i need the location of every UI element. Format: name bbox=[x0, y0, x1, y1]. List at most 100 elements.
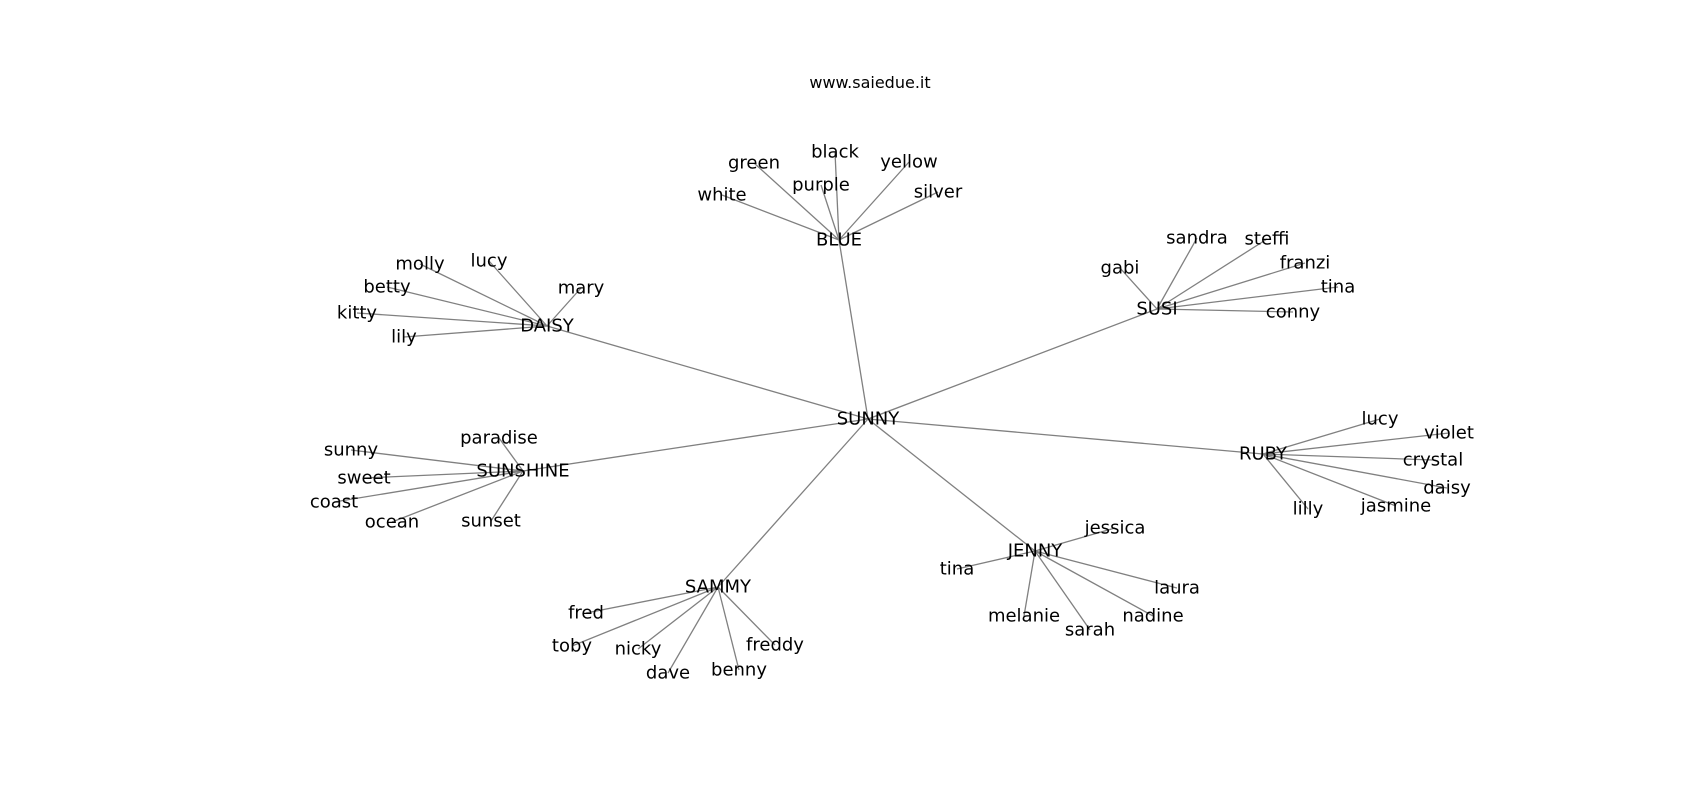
leaf-node-label-sammy-freddy: freddy bbox=[746, 635, 804, 656]
edge-jenny-jessica bbox=[1034, 527, 1116, 552]
edge-sunshine-sunset bbox=[490, 470, 524, 522]
leaf-node-label-susi-tina: tina bbox=[1321, 277, 1356, 298]
edge-sammy-toby bbox=[571, 586, 719, 647]
edge-layer bbox=[333, 151, 1450, 674]
leaf-node-label-ruby-crystal: crystal bbox=[1403, 450, 1463, 471]
edge-blue-green bbox=[753, 162, 840, 241]
leaf-node-label-blue-green: green bbox=[728, 153, 780, 174]
edge-ruby-violet bbox=[1262, 432, 1450, 455]
edge-sammy-nicky bbox=[637, 586, 719, 650]
edge-blue-black bbox=[834, 151, 840, 241]
edge-susi-tina bbox=[1156, 286, 1339, 310]
edge-sammy-fred bbox=[585, 586, 719, 614]
edge-sunshine-coast bbox=[333, 470, 524, 503]
leaf-node-label-jenny-jessica: jessica bbox=[1084, 518, 1146, 539]
leaf-node-label-daisy-molly: molly bbox=[395, 254, 445, 275]
edge-susi-sandra bbox=[1156, 237, 1198, 310]
leaf-node-label-sammy-nicky: nicky bbox=[615, 639, 662, 660]
edge-ruby-daisy bbox=[1262, 453, 1448, 489]
edge-sammy-benny bbox=[717, 586, 740, 671]
edge-ruby-crystal bbox=[1262, 453, 1434, 461]
edge-blue-yellow bbox=[838, 161, 910, 241]
edge-daisy-kitty bbox=[356, 312, 548, 327]
leaf-node-label-susi-franzi: franzi bbox=[1280, 253, 1331, 274]
edge-root-daisy bbox=[546, 325, 869, 420]
diagram-title: www.saiedue.it bbox=[809, 73, 930, 92]
edge-daisy-lily bbox=[403, 325, 548, 338]
leaf-node-label-sunshine-sunset: sunset bbox=[461, 511, 521, 532]
edge-root-sammy bbox=[717, 418, 869, 588]
edge-sammy-freddy bbox=[717, 586, 776, 646]
leaf-node-label-jenny-tina: tina bbox=[940, 559, 975, 580]
edge-ruby-jasmine bbox=[1262, 453, 1397, 507]
edge-root-sunshine bbox=[522, 418, 869, 472]
edge-sammy-dave bbox=[667, 586, 719, 674]
leaf-node-label-susi-conny: conny bbox=[1266, 302, 1321, 323]
leaf-node-label-jenny-melanie: melanie bbox=[988, 606, 1060, 627]
label-layer: SUNNY BLUE green black yellow purple white silv… bbox=[310, 142, 1474, 684]
leaf-node-label-blue-yellow: yellow bbox=[880, 152, 937, 173]
leaf-node-label-daisy-lucy: lucy bbox=[471, 251, 508, 272]
leaf-node-label-blue-black: black bbox=[811, 142, 859, 163]
edge-jenny-sarah bbox=[1034, 550, 1091, 631]
hub-node-label-susi: SUSI bbox=[1136, 299, 1177, 320]
hub-node-label-ruby: RUBY bbox=[1239, 444, 1288, 465]
root-node-label: SUNNY bbox=[837, 409, 901, 430]
edge-root-jenny bbox=[867, 418, 1036, 552]
leaf-node-label-sunshine-sweet: sweet bbox=[337, 468, 390, 489]
edge-sunshine-ocean bbox=[391, 470, 524, 523]
leaf-node-label-sunshine-ocean: ocean bbox=[365, 512, 419, 533]
leaf-node-label-blue-silver: silver bbox=[914, 182, 963, 203]
edge-root-susi bbox=[867, 308, 1158, 420]
edge-root-ruby bbox=[867, 418, 1264, 455]
leaf-node-label-daisy-mary: mary bbox=[558, 278, 605, 299]
edge-susi-gabi bbox=[1119, 267, 1158, 310]
leaf-node-label-blue-purple: purple bbox=[792, 175, 850, 196]
edge-daisy-lucy bbox=[488, 260, 548, 327]
leaf-node-label-sunshine-paradise: paradise bbox=[460, 428, 538, 449]
leaf-node-label-susi-steffi: steffi bbox=[1245, 229, 1290, 250]
leaf-node-label-sammy-fred: fred bbox=[568, 603, 604, 624]
leaf-node-label-ruby-violet: violet bbox=[1424, 423, 1474, 444]
leaf-node-label-sammy-benny: benny bbox=[711, 660, 767, 681]
edge-daisy-molly bbox=[419, 263, 548, 327]
edge-susi-franzi bbox=[1156, 262, 1306, 310]
hub-node-label-blue: BLUE bbox=[816, 230, 862, 251]
edge-sunshine-sweet bbox=[363, 470, 524, 479]
edge-jenny-melanie bbox=[1023, 550, 1036, 617]
hub-node-label-sammy: SAMMY bbox=[685, 577, 752, 598]
edge-ruby-lucy bbox=[1262, 418, 1381, 455]
edge-sunshine-paradise bbox=[498, 437, 524, 472]
leaf-node-label-jenny-nadine: nadine bbox=[1122, 606, 1183, 627]
edge-sunshine-sunny bbox=[350, 449, 524, 472]
edge-jenny-laura bbox=[1034, 550, 1178, 589]
edge-daisy-betty bbox=[386, 286, 548, 327]
leaf-node-label-daisy-kitty: kitty bbox=[337, 303, 378, 324]
leaf-node-label-sammy-dave: dave bbox=[646, 663, 690, 684]
leaf-node-label-sunshine-coast: coast bbox=[310, 492, 358, 513]
hub-node-label-daisy: DAISY bbox=[520, 316, 575, 337]
leaf-node-label-blue-white: white bbox=[697, 185, 746, 206]
leaf-node-label-daisy-betty: betty bbox=[363, 277, 411, 298]
edge-jenny-nadine bbox=[1034, 550, 1154, 617]
hub-node-label-sunshine: SUNSHINE bbox=[476, 461, 569, 482]
edge-jenny-tina bbox=[956, 550, 1036, 570]
leaf-node-label-jenny-laura: laura bbox=[1154, 578, 1200, 599]
edge-susi-steffi bbox=[1156, 238, 1268, 310]
leaf-node-label-sunshine-sunny: sunny bbox=[324, 440, 379, 461]
leaf-node-label-susi-gabi: gabi bbox=[1101, 258, 1140, 279]
leaf-node-label-daisy-lily: lily bbox=[391, 327, 417, 348]
edge-daisy-mary bbox=[546, 287, 582, 327]
edge-root-blue bbox=[838, 239, 869, 420]
edge-blue-white bbox=[721, 194, 840, 241]
edge-ruby-lilly bbox=[1262, 453, 1309, 510]
leaf-node-label-sammy-toby: toby bbox=[552, 636, 592, 657]
edge-susi-conny bbox=[1156, 308, 1294, 313]
hub-node-label-jenny: JENNY bbox=[1007, 541, 1064, 562]
leaf-node-label-ruby-lucy: lucy bbox=[1362, 409, 1399, 430]
leaf-node-label-ruby-daisy: daisy bbox=[1423, 478, 1471, 499]
edge-blue-purple bbox=[820, 184, 840, 241]
edge-blue-silver bbox=[838, 191, 939, 241]
leaf-node-label-ruby-lilly: lilly bbox=[1293, 499, 1324, 520]
